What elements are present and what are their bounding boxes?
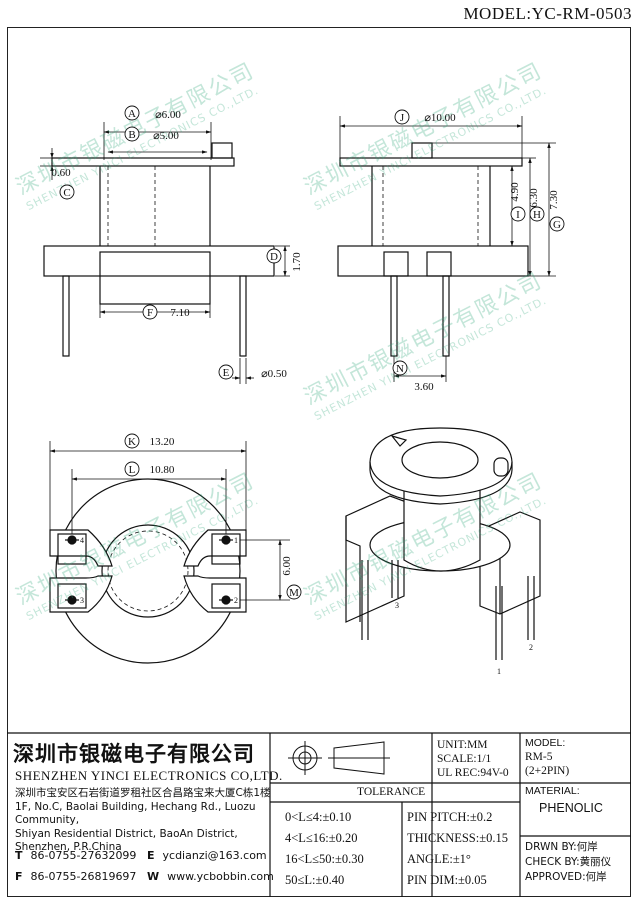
company-address: 深圳市宝安区石岩街道罗租社区合昌路宝来大厦C栋1楼 1F, No.C, Baol… [15,787,271,853]
title-block-grid [7,732,631,897]
dim-letter-M: M [289,587,299,599]
tolerance-length: 0<L≤4:±0.10 4<L≤16:±0.20 16<L≤50:±0.30 5… [285,810,364,887]
dim-letter-E: E [223,367,230,379]
model-number: MODEL:YC-RM-0503 [463,4,632,23]
dim-value-F: 7.10 [170,307,190,319]
projection-symbol-icon [288,741,390,775]
side-view-dimensions [339,116,556,382]
tolerance-other: PIN PITCH:±0.2 THICKNESS:±0.15 ANGLE:±1°… [407,810,508,887]
iso-pin-label-3: 3 [395,601,399,610]
dim-letter-G: G [553,219,561,231]
pin-label-1: 1 [234,536,238,545]
pin-label-4: 4 [80,536,84,545]
iso-pin-label-1: 1 [497,667,501,676]
dim-letter-I: I [516,209,520,221]
dim-value-A: ⌀6.00 [155,109,181,121]
dim-letter-A: A [128,108,136,120]
front-view-dimensions [40,122,290,384]
dim-value-G: 7.30 [548,190,560,210]
dim-value-E: ⌀0.50 [261,368,287,380]
unit-scale-ul: UNIT:MM SCALE:1/1 UL REC:94V-0 [437,739,509,779]
dim-letter-K: K [128,436,136,448]
signatures: DRWN BY:何岸 CHECK BY:黄丽仪 APPROVED:何岸 [525,841,612,883]
dim-value-N: 3.60 [414,381,434,393]
dim-letter-N: N [396,363,404,375]
bottom-view [49,478,247,664]
isometric-view [345,427,541,660]
dim-letter-F: F [147,307,153,319]
title-block: 深圳市银磁电子有限公司 SHENZHEN YINCI ELECTRONICS C… [7,733,631,897]
dim-value-C: 0.60 [51,167,71,179]
dim-value-K: 13.20 [150,436,175,448]
dim-letter-J: J [400,112,405,124]
company-name-cn: 深圳市银磁电子有限公司 [13,742,255,766]
dim-value-B: ⌀5.00 [153,130,179,142]
dim-letter-B: B [128,129,135,141]
dim-value-L: 10.80 [150,464,175,476]
dim-value-J: ⌀10.00 [424,112,456,124]
model-info: MODEL: RM-5 (2+2PIN) [525,737,570,777]
side-view [337,142,529,357]
dim-letter-D: D [270,251,278,263]
material-info: MATERIAL: PHENOLIC [525,785,603,815]
iso-pin-label-2: 2 [529,643,533,652]
drawing-sheet-border [7,27,631,897]
dim-value-D: 1.70 [291,252,303,272]
dim-value-M: 6.00 [281,556,293,576]
bottom-view-dimensions [49,441,290,601]
dim-value-I: 4.90 [509,182,521,202]
pin-label-2: 2 [234,596,238,605]
dim-letter-L: L [129,464,136,476]
company-name-en: SHENZHEN YINCI ELECTRONICS CO,LTD. [15,768,283,783]
pin-label-3: 3 [80,596,84,605]
dim-value-H: 6.30 [528,188,540,208]
dim-letter-H: H [533,209,541,221]
tolerance-title: TOLERANCE [357,786,426,798]
dim-letter-C: C [63,187,70,199]
